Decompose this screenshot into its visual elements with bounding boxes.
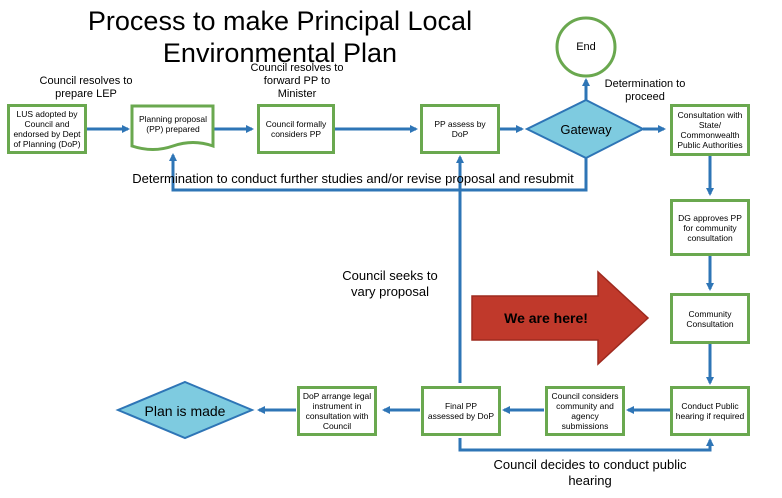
node-council-submissions: Council considers community and agency s… xyxy=(545,386,625,436)
plan-made-diamond xyxy=(115,380,255,440)
label-council-decides: Council decides to conduct public hearin… xyxy=(493,457,687,488)
label-determination-proceed: Determination to proceed xyxy=(604,78,686,103)
label-council-resolves-lep: Council resolves to prepare LEP xyxy=(39,75,133,100)
node-planning-proposal: Planning proposal (PP) prepared xyxy=(138,114,208,134)
node-gateway: Gateway xyxy=(560,121,612,137)
node-plan-made: Plan is made xyxy=(144,403,226,419)
node-dop-legal: DoP arrange legal instrument in consulta… xyxy=(297,386,377,436)
label-council-seeks: Council seeks to vary proposal xyxy=(342,268,438,299)
arrow-public-hearing-loop xyxy=(458,438,714,452)
node-final-pp: Final PP assessed by DoP xyxy=(421,386,501,436)
node-dg-approves: DG approves PP for community consultatio… xyxy=(670,199,750,256)
node-public-hearing: Conduct Public hearing if required xyxy=(670,386,750,436)
arrow-gateway-feedback xyxy=(169,153,588,192)
node-council-considers: Council formally considers PP xyxy=(257,104,335,154)
node-end: End xyxy=(576,41,596,53)
node-community-consultation: Community Consultation xyxy=(670,293,750,344)
node-consultation: Consultation with State/ Commonwealth Pu… xyxy=(670,104,750,156)
label-council-resolves-forward: Council resolves to forward PP to Minist… xyxy=(250,62,344,100)
page-title: Process to make Principal Local Environm… xyxy=(87,6,473,68)
end-circle xyxy=(555,16,617,78)
node-lus-adopted: LUS adopted by Council and endorsed by D… xyxy=(7,104,87,154)
planning-proposal-shape xyxy=(130,104,215,151)
callout-we-are-here: We are here! xyxy=(504,310,588,326)
gateway-diamond xyxy=(524,98,646,160)
we-are-here-arrow xyxy=(471,270,650,366)
node-pp-assess: PP assess by DoP xyxy=(420,104,500,154)
label-determination-further: Determination to conduct further studies… xyxy=(132,171,574,186)
